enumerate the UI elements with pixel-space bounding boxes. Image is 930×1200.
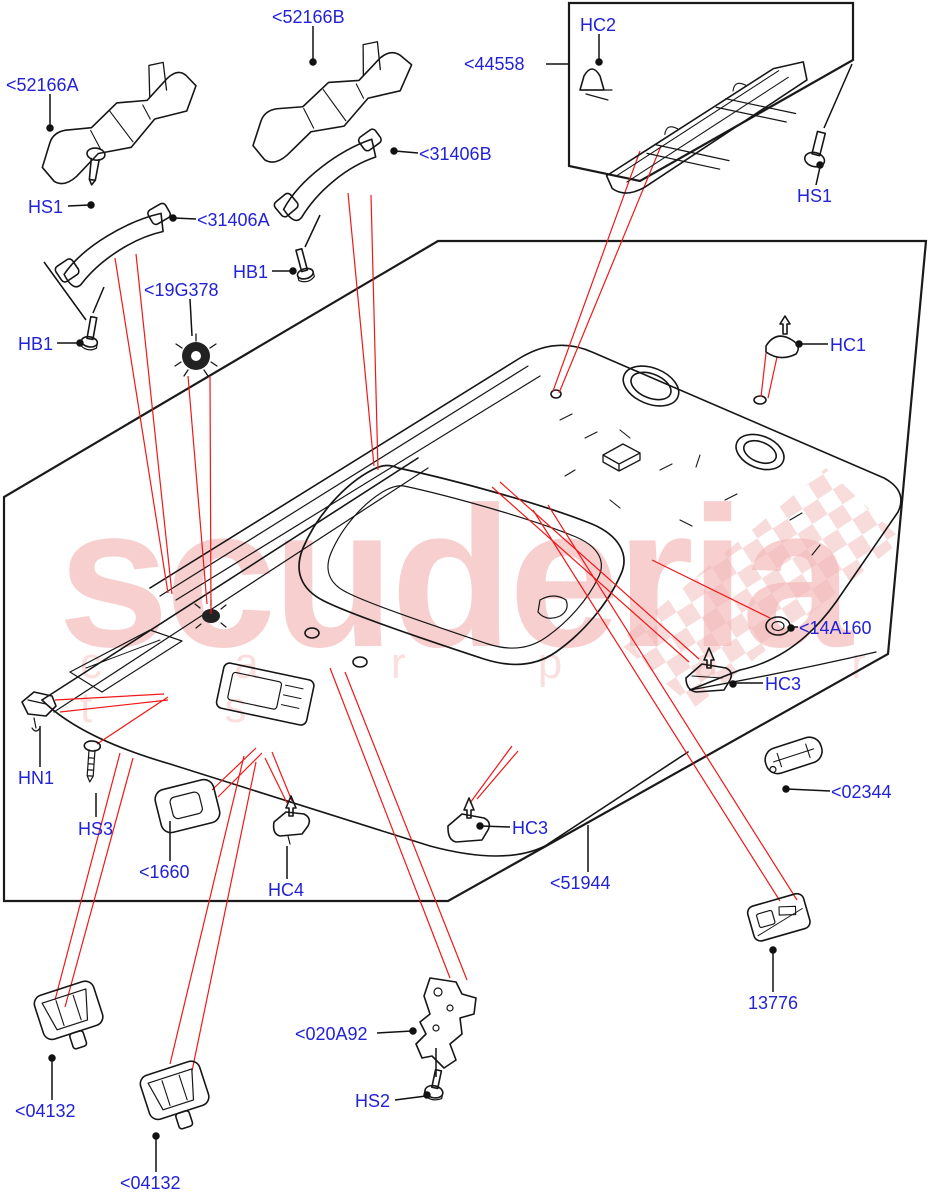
part-label-HS2[interactable]: HS2 [355, 1091, 391, 1111]
clip-HC2-drawing [579, 68, 613, 101]
part-label-04132-a[interactable]: <04132 [15, 1101, 76, 1121]
part-label-HC4[interactable]: HC4 [268, 880, 305, 900]
lamp-13776-drawing [746, 892, 811, 942]
panel-44558-drawing [605, 61, 808, 194]
grab-handle-31406A-drawing [54, 202, 172, 288]
pad-1660-drawing [154, 778, 221, 834]
part-label-HC3-right[interactable]: HC3 [765, 674, 802, 694]
clip-HN1-drawing [21, 691, 57, 732]
clip-HC1-drawing [765, 315, 800, 359]
part-label-HN1[interactable]: HN1 [18, 768, 55, 788]
label-leader-lines [39, 26, 853, 1172]
part-label-13776[interactable]: 13776 [748, 993, 799, 1013]
part-label-14A160[interactable]: <14A160 [799, 618, 872, 638]
bolt-HB1-left-drawing [80, 315, 99, 351]
part-label-HS1-left[interactable]: HS1 [28, 197, 64, 217]
part-label-020A92[interactable]: <020A92 [295, 1024, 368, 1044]
screw-HS3-drawing [83, 740, 102, 783]
part-label-52166A[interactable]: <52166A [6, 75, 79, 95]
bracket-02344-drawing [764, 736, 823, 775]
visor-clip-04132-a-drawing [33, 980, 104, 1050]
part-label-04132-b[interactable]: <04132 [120, 1173, 181, 1193]
checkered-flag-watermark [618, 468, 902, 708]
part-label-HB1-left[interactable]: HB1 [18, 334, 54, 354]
screw-HS1-top-drawing [803, 130, 827, 168]
overhead-console-drawing [215, 662, 315, 726]
part-label-HC2[interactable]: HC2 [580, 15, 617, 35]
part-label-02344[interactable]: <02344 [831, 782, 892, 802]
part-label-31406B[interactable]: <31406B [419, 144, 492, 164]
bracket-52166B-drawing [252, 41, 413, 163]
bracket-52166A-drawing [41, 61, 197, 185]
headliner-drawing [41, 389, 767, 857]
diagram-frame [2, 239, 928, 903]
clip-HC3-right-drawing [685, 647, 733, 693]
visor-clip-04132-b-drawing [139, 1060, 210, 1130]
screw-HS1-left-drawing [86, 147, 106, 186]
part-label-31406A[interactable]: <31406A [197, 210, 270, 230]
part-label-HS1-top[interactable]: HS1 [797, 186, 833, 206]
part-label-44558[interactable]: <44558 [464, 54, 525, 74]
grommet-19G378-drawing [174, 333, 218, 377]
part-label-19G378[interactable]: <19G378 [144, 280, 219, 300]
roof-panel-drawing [149, 344, 902, 691]
part-label-HS3[interactable]: HS3 [78, 819, 114, 839]
part-label-51944[interactable]: <51944 [550, 873, 611, 893]
part-label-52166B[interactable]: <52166B [272, 7, 345, 27]
clip-HC4-drawing [272, 795, 311, 845]
screw-HS2-drawing [423, 1068, 444, 1101]
sunroof-aperture-drawing [298, 464, 625, 666]
bracket-020A92-drawing [415, 977, 477, 1069]
part-label-HC3-left[interactable]: HC3 [512, 818, 549, 838]
clip-HC3-left-drawing [447, 797, 491, 843]
red-leader-lines [54, 145, 798, 1072]
part-label-HB1-right[interactable]: HB1 [233, 262, 269, 282]
part-label-HC1[interactable]: HC1 [830, 335, 867, 355]
grommet-14A160-drawing [765, 616, 791, 636]
bolt-HB1-right-drawing [295, 247, 315, 283]
grab-handle-31406B-drawing [273, 128, 382, 222]
part-label-1660[interactable]: <1660 [139, 862, 190, 882]
